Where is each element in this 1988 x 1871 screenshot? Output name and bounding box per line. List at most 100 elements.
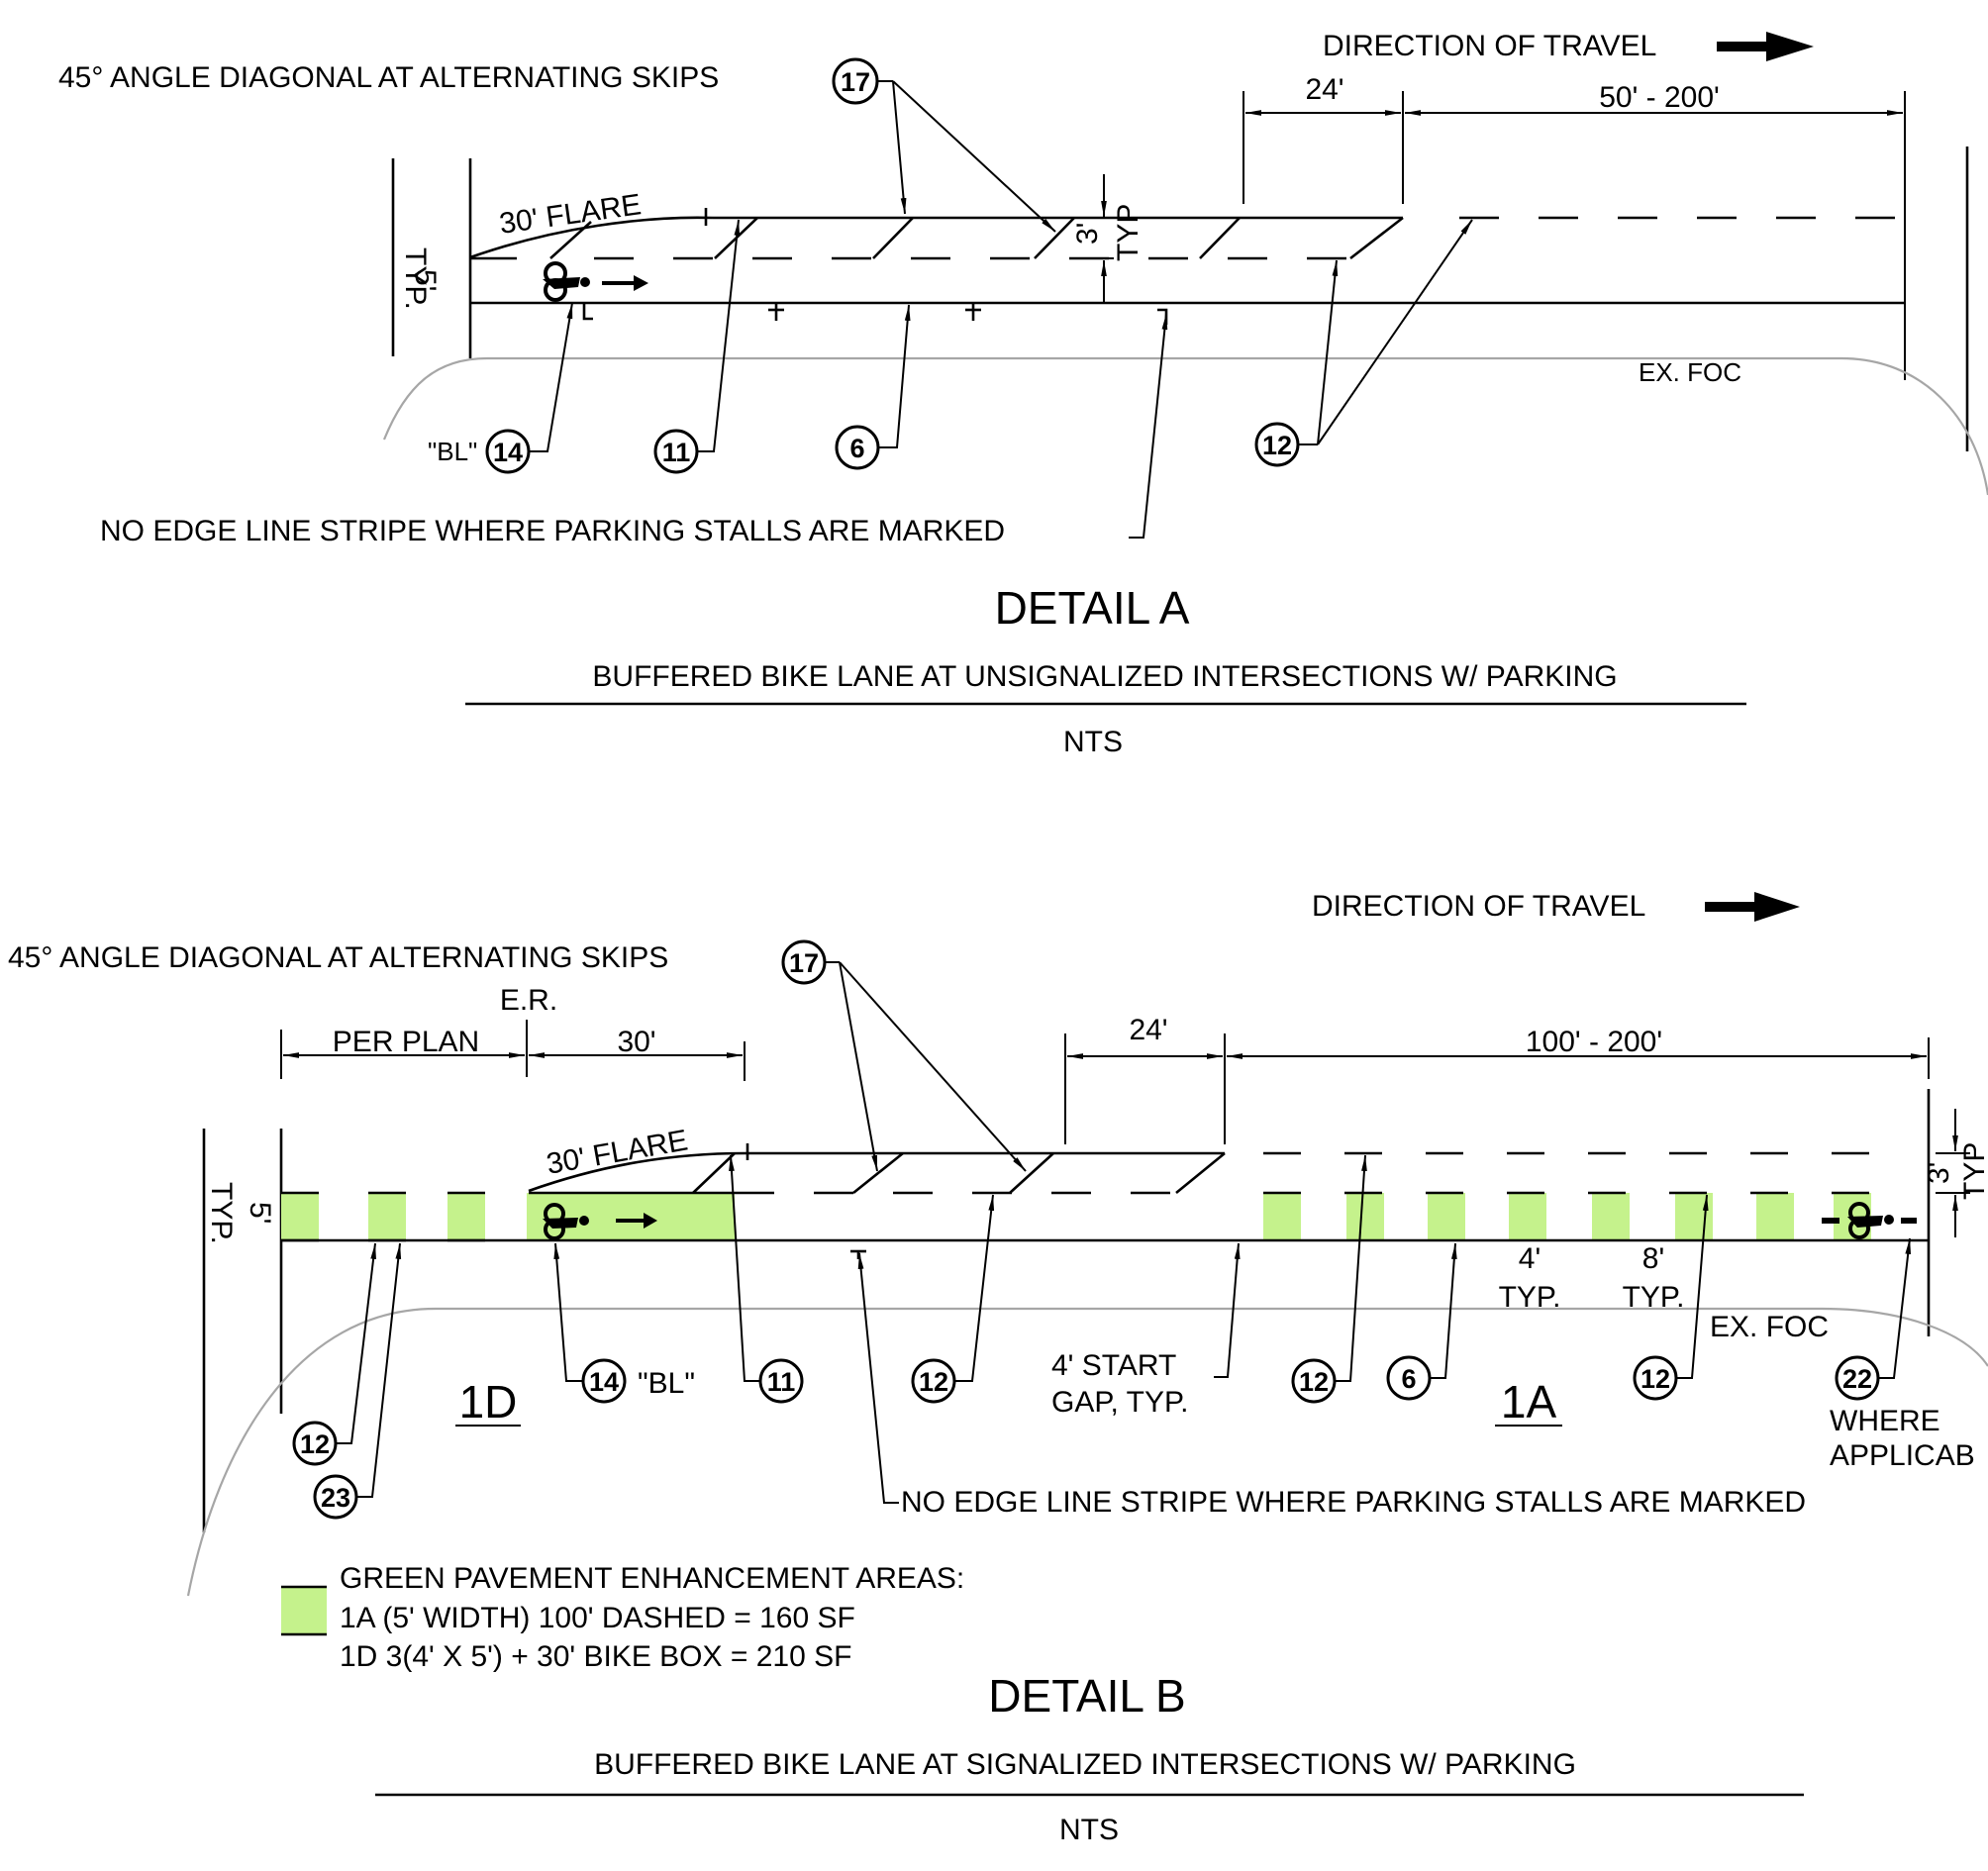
svg-text:"BL": "BL"	[428, 437, 477, 466]
direction-arrow-icon	[1717, 32, 1814, 61]
callout-12-b3: 12	[1633, 1194, 1709, 1401]
edge-note-b: NO EDGE LINE STRIPE WHERE PARKING STALLS…	[901, 1486, 1806, 1519]
per-plan-label: PER PLAN	[333, 1026, 479, 1058]
curb-line-a	[382, 356, 1988, 496]
zone-1a-label: 1A	[1501, 1376, 1557, 1428]
svg-text:6: 6	[1401, 1364, 1416, 1394]
callout-12-b2: 12	[1291, 1154, 1367, 1404]
flare-curve-a	[469, 216, 714, 259]
flare-curve-b	[528, 1151, 746, 1193]
svg-text:6: 6	[849, 434, 864, 463]
callout-17-b: 17	[781, 939, 1027, 1172]
zone-1d-label: 1D	[459, 1376, 518, 1428]
callout-12-a: 12	[1254, 219, 1473, 467]
lane-width-typ-b: TYP.	[205, 1182, 238, 1244]
green-dash-1a	[1346, 1193, 1384, 1240]
callout-12-b4: 12	[292, 1242, 376, 1466]
flare-label-a: 30' FLARE	[497, 188, 643, 241]
diagonal-note-a: 45° ANGLE DIAGONAL AT ALTERNATING SKIPS	[58, 61, 719, 94]
svg-text:"BL": "BL"	[638, 1367, 695, 1400]
ex-foc-a: EX. FOC	[1639, 357, 1741, 387]
dim-100-200-label: 100' - 200'	[1526, 1026, 1662, 1058]
subtitle-detail-a: BUFFERED BIKE LANE AT UNSIGNALIZED INTER…	[592, 660, 1617, 693]
svg-text:12: 12	[1262, 431, 1292, 460]
svg-text:12: 12	[1640, 1364, 1670, 1394]
lane-width-typ-a: TYP.	[399, 247, 432, 310]
buffer-width-b: 3'	[1923, 1162, 1955, 1184]
svg-text:APPLICAB: APPLICAB	[1830, 1439, 1975, 1472]
legend-title: GREEN PAVEMENT ENHANCEMENT AREAS:	[340, 1562, 964, 1595]
direction-arrow-icon	[1705, 892, 1800, 922]
svg-text:11: 11	[767, 1367, 796, 1397]
svg-text:12: 12	[300, 1429, 330, 1459]
bicycle-symbol-icon	[543, 1203, 657, 1240]
svg-text:12: 12	[919, 1367, 948, 1397]
buffer-width-a: 3'	[1071, 223, 1104, 245]
lane-width-a: 5'	[409, 269, 442, 291]
edge-note-a: NO EDGE LINE STRIPE WHERE PARKING STALLS…	[100, 515, 1005, 547]
svg-text:22: 22	[1842, 1364, 1872, 1394]
curb-line-b	[186, 1307, 1988, 1597]
svg-text:11: 11	[662, 438, 691, 467]
svg-text:WHERE: WHERE	[1830, 1405, 1940, 1437]
buffer-typ-b: TYP	[1958, 1142, 1988, 1200]
callout-11-a: 11	[653, 219, 741, 474]
green-box-1d	[447, 1193, 485, 1240]
direction-of-travel-label-a: DIRECTION OF TRAVEL	[1323, 30, 1656, 62]
title-detail-a: DETAIL A	[995, 582, 1190, 634]
green-dash-1a	[1263, 1193, 1301, 1240]
callout-14-a: "BL" 14	[428, 302, 573, 474]
green-box-1d	[281, 1193, 319, 1240]
callout-14-b: 14 "BL"	[553, 1242, 695, 1404]
svg-text:GAP, TYP.: GAP, TYP.	[1051, 1386, 1188, 1419]
flare-label-b: 30' FLARE	[544, 1124, 690, 1181]
detail-b: DIRECTION OF TRAVEL 45° ANGLE DIAGONAL A…	[8, 890, 1988, 1846]
svg-text:14: 14	[589, 1367, 619, 1397]
green-dash-1a	[1592, 1193, 1630, 1240]
callout-23-b: 23	[313, 1242, 402, 1520]
dim-4-label: 4'	[1519, 1242, 1541, 1275]
legend-line-1d: 1D 3(4' X 5') + 30' BIKE BOX = 210 SF	[340, 1640, 851, 1673]
subtitle-detail-b: BUFFERED BIKE LANE AT SIGNALIZED INTERSE…	[594, 1748, 1576, 1781]
lane-width-b: 5'	[244, 1202, 276, 1224]
direction-of-travel-label-b: DIRECTION OF TRAVEL	[1312, 890, 1645, 923]
svg-text:4' START: 4' START	[1051, 1349, 1176, 1382]
green-box-1d	[368, 1193, 406, 1240]
bicycle-symbol-icon	[543, 261, 648, 302]
green-bike-box	[527, 1193, 735, 1240]
green-dash-1a	[1428, 1193, 1465, 1240]
callout-22-b: 22 WHERE APPLICAB	[1830, 1237, 1975, 1472]
scale-detail-b: NTS	[1059, 1814, 1119, 1846]
svg-text:17: 17	[841, 67, 870, 97]
svg-text:12: 12	[1299, 1367, 1329, 1397]
callout-start-gap: 4' START GAP, TYP.	[1051, 1242, 1241, 1419]
dim-24-label-a: 24'	[1305, 73, 1343, 106]
legend-line-1a: 1A (5' WIDTH) 100' DASHED = 160 SF	[340, 1602, 855, 1634]
detail-a: DIRECTION OF TRAVEL 45° ANGLE DIAGONAL A…	[58, 30, 1988, 758]
dim-30-label: 30'	[617, 1026, 655, 1058]
green-dash-1a	[1509, 1193, 1546, 1240]
diagonal-note-b: 45° ANGLE DIAGONAL AT ALTERNATING SKIPS	[8, 941, 668, 974]
svg-text:23: 23	[321, 1483, 350, 1513]
green-legend: GREEN PAVEMENT ENHANCEMENT AREAS: 1A (5'…	[281, 1562, 964, 1673]
buffer-typ-a: TYP	[1112, 204, 1144, 261]
legend-swatch	[281, 1587, 327, 1634]
callout-11-b: 11	[729, 1154, 804, 1404]
svg-text:14: 14	[493, 438, 523, 467]
dim-8-label: 8'	[1642, 1242, 1664, 1275]
dim-24-label-b: 24'	[1129, 1014, 1167, 1046]
dim-50-200-label-a: 50' - 200'	[1599, 81, 1720, 114]
title-detail-b: DETAIL B	[988, 1670, 1185, 1722]
callout-6-a: 6	[835, 304, 911, 470]
bicycle-symbol-icon	[1822, 1202, 1917, 1239]
scale-detail-a: NTS	[1063, 726, 1123, 758]
green-dash-1a	[1756, 1193, 1794, 1240]
er-label: E.R.	[500, 984, 557, 1017]
callout-12-b1: 12	[911, 1194, 995, 1404]
green-pavement-areas	[281, 1193, 1871, 1240]
callout-6-b: 6	[1386, 1242, 1457, 1401]
callout-17-a: 17	[832, 57, 1056, 233]
ex-foc-b: EX. FOC	[1710, 1311, 1829, 1343]
svg-text:17: 17	[789, 948, 819, 978]
